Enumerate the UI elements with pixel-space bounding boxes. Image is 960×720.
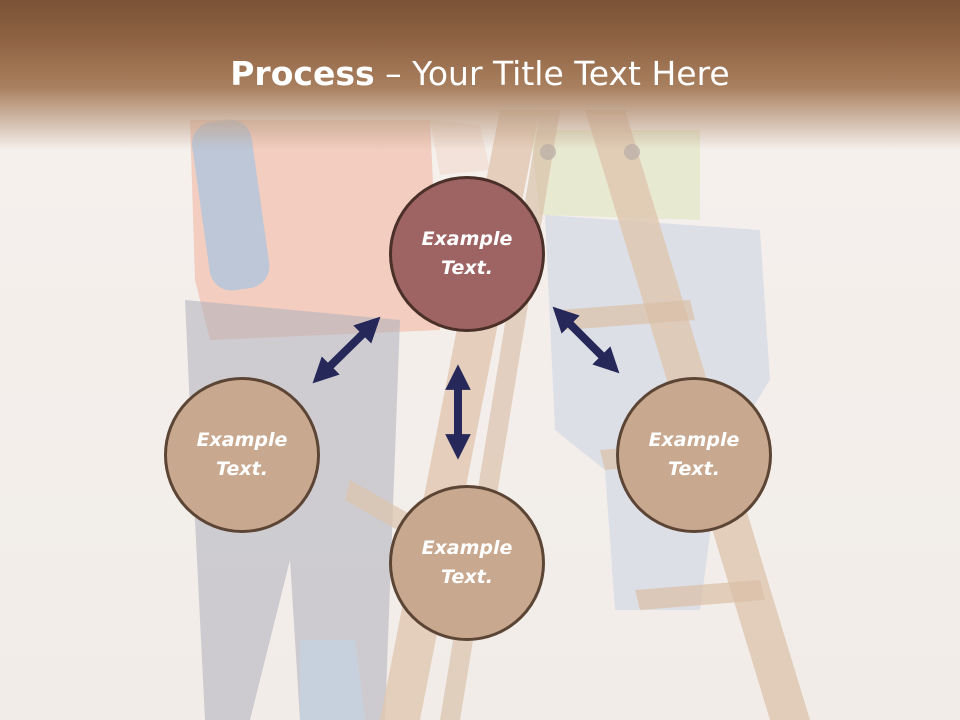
- page-title: Process – Your Title Text Here: [0, 52, 960, 96]
- double-arrow-diagonal-icon: [552, 306, 620, 374]
- title-rest: Your Title Text Here: [412, 54, 730, 93]
- process-node-left[interactable]: Example Text.: [164, 377, 320, 533]
- title-bold: Process: [230, 54, 375, 93]
- process-node-top[interactable]: Example Text.: [389, 176, 545, 332]
- title-band: [0, 0, 960, 150]
- process-node-bottom[interactable]: Example Text.: [389, 485, 545, 641]
- double-arrow-diagonal-icon: [312, 316, 381, 384]
- title-separator: –: [374, 54, 413, 93]
- process-node-right[interactable]: Example Text.: [616, 377, 772, 533]
